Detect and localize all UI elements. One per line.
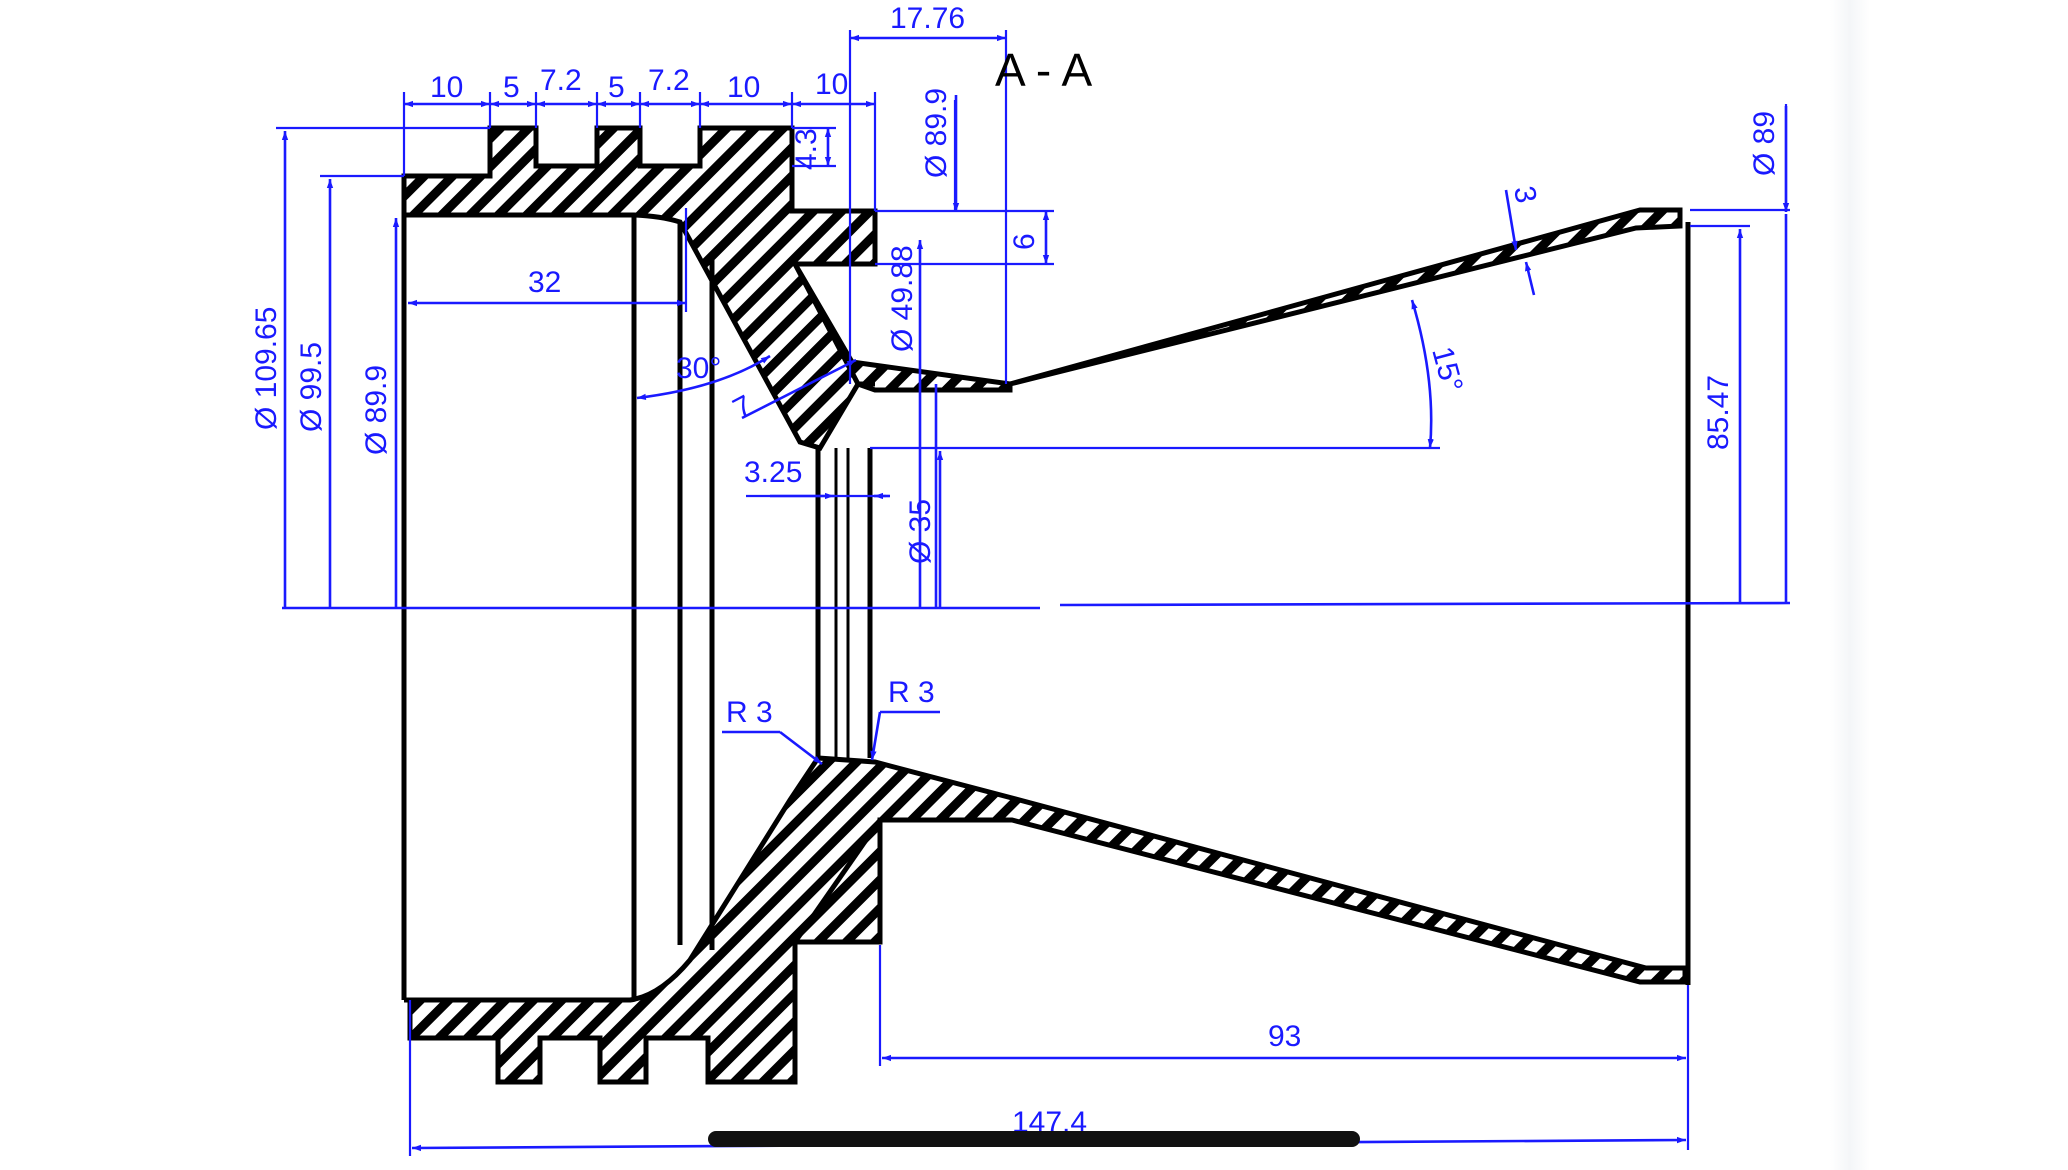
outline-edges: [401, 176, 1691, 1003]
dim-label-6: 6: [1008, 233, 1041, 250]
dim-label-93: 93: [1268, 1020, 1301, 1053]
dim-label-30deg: 30°: [676, 352, 721, 385]
dim-leader-r3-right-b: [870, 711, 882, 761]
dim-label-32: 32: [528, 266, 561, 299]
ext-dia-89-9-top: [875, 100, 1054, 213]
left-diameter-dims: Ø 109.65 Ø 99.5 Ø 89.9: [250, 126, 490, 608]
dim-leader-r3-left-b: [779, 730, 823, 766]
dim-label-dia-89-right: Ø 89: [1748, 111, 1781, 176]
top-dimension-chain: 10 5 7.2 5 7.2 10 10 17.76 4.3: [402, 2, 1008, 384]
center-axis-line: [282, 601, 1791, 610]
dim-arc-15deg: [1410, 299, 1434, 449]
dim-label-dia-89-9-top: Ø 89.9: [920, 88, 953, 178]
dim-label-85-47: 85.47: [1702, 375, 1735, 450]
section-title: A - A: [995, 44, 1092, 96]
dim-label-w6: 10: [727, 71, 760, 104]
ext-93: [878, 945, 1690, 1150]
dim-label-4-3: 4.3: [790, 128, 823, 170]
dim-label-w2: 5: [503, 71, 520, 104]
ext-17-76: [848, 30, 1008, 384]
dim-label-dia-89-9-left: Ø 89.9: [360, 365, 393, 455]
lower-section: [407, 755, 1688, 1085]
dim-label-7: 7: [728, 389, 758, 426]
upper-section: [401, 125, 1683, 945]
dim-line-7: [741, 358, 857, 420]
dim-label-3-25: 3.25: [744, 456, 802, 489]
upper-collar-recess: [792, 262, 875, 387]
upper-wall-section: [401, 125, 1683, 451]
dim-arc-30deg: [636, 354, 771, 401]
dim-label-w4: 5: [608, 71, 625, 104]
lower-collar-recess: [792, 818, 883, 944]
dim-label-w3: 7.2: [540, 64, 582, 97]
dim-line-3-a: [1504, 189, 1518, 251]
internal-dims: 32 30° 7 Ø 89.9 6 Ø 49.88 3.25 Ø 35 R 3 …: [408, 88, 1440, 766]
dim-label-dia-109-65: Ø 109.65: [250, 307, 283, 430]
dim-label-dia-99-5: Ø 99.5: [295, 342, 328, 432]
dim-label-dia-35: Ø 35: [904, 499, 937, 564]
dim-label-w5: 7.2: [648, 64, 690, 97]
dim-label-w1: 10: [430, 71, 463, 104]
dim-label-dia-49-88: Ø 49.88: [886, 245, 919, 352]
lower-wall-section: [407, 755, 1688, 1085]
dim-label-17-76: 17.76: [890, 2, 965, 35]
home-indicator[interactable]: [708, 1131, 1360, 1147]
dim-label-3: 3: [1507, 183, 1542, 205]
outer-left-face: [401, 176, 410, 1003]
dim-label-15deg: 15°: [1425, 343, 1469, 395]
dim-line-3-b: [1524, 261, 1536, 296]
dim-label-r3-left: R 3: [726, 696, 773, 729]
top-ext-lines: [402, 92, 877, 211]
cone-dims: 3 15° Ø 89 85.47: [1410, 104, 1790, 604]
dim-label-w7: 10: [815, 68, 848, 101]
edge-shading: [1830, 0, 1870, 1170]
dim-label-r3-right: R 3: [888, 676, 935, 709]
